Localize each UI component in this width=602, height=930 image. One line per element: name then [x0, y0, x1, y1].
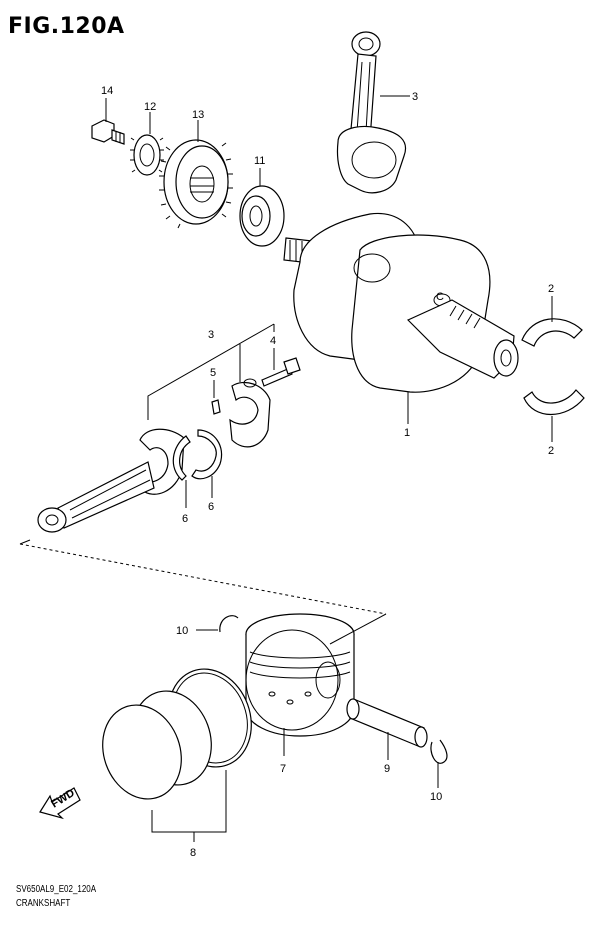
bearing-part-2-top[interactable]: [521, 318, 583, 347]
figure-title: FIG.120A: [8, 14, 125, 39]
bolt-part-4[interactable]: [261, 357, 301, 387]
callout-8: 8: [190, 847, 196, 859]
callout-4: 4: [270, 335, 276, 347]
callout-3-left: 3: [208, 329, 214, 341]
pin-part-5[interactable]: [211, 399, 221, 415]
piston-part-7[interactable]: [245, 613, 355, 737]
gear-part-13[interactable]: [159, 139, 233, 229]
callout-5: 5: [210, 367, 216, 379]
connecting-rod-part-3-top[interactable]: [336, 31, 407, 194]
callout-10-top: 10: [176, 625, 188, 637]
connecting-rod-group-bracket: [147, 323, 275, 420]
figure-name: CRANKSHAFT: [16, 898, 71, 909]
piston-pin-part-9[interactable]: [346, 698, 428, 748]
gear-part-12[interactable]: [130, 134, 164, 176]
callout-2-top: 2: [548, 283, 554, 295]
bearing-part-6-a[interactable]: [172, 435, 191, 481]
callout-13: 13: [192, 109, 204, 121]
ring-group-bracket: [151, 770, 227, 842]
callout-7: 7: [280, 763, 286, 775]
leader-lines: [105, 95, 553, 788]
forward-direction-arrow: FWD: [39, 787, 81, 820]
callout-9: 9: [384, 763, 390, 775]
piston-rings-part-8[interactable]: [90, 657, 265, 810]
callout-2-bottom: 2: [548, 445, 554, 457]
callout-6-b: 6: [208, 501, 214, 513]
bearing-part-6-b[interactable]: [191, 429, 223, 480]
callout-11: 11: [254, 155, 265, 167]
bolt-part-14[interactable]: [91, 119, 125, 145]
circlip-part-10-bottom[interactable]: [430, 739, 448, 764]
svg-text:C: C: [436, 291, 444, 303]
crankshaft-part-1[interactable]: C: [283, 212, 519, 393]
bearing-part-2-bottom[interactable]: [523, 389, 585, 416]
callout-1: 1: [404, 427, 410, 439]
figure-code: SV650AL9_E02_120A: [16, 884, 97, 895]
callout-3-top: 3: [412, 91, 418, 103]
callout-14: 14: [101, 85, 113, 97]
piston-group-bracket: [19, 539, 387, 645]
connecting-rod-part-3-left[interactable]: [37, 378, 271, 533]
callout-6-a: 6: [182, 513, 188, 525]
circlip-part-10-top[interactable]: [219, 615, 239, 633]
washer-part-11[interactable]: [239, 185, 285, 247]
callout-10-bottom: 10: [430, 791, 442, 803]
callout-12: 12: [144, 101, 156, 113]
